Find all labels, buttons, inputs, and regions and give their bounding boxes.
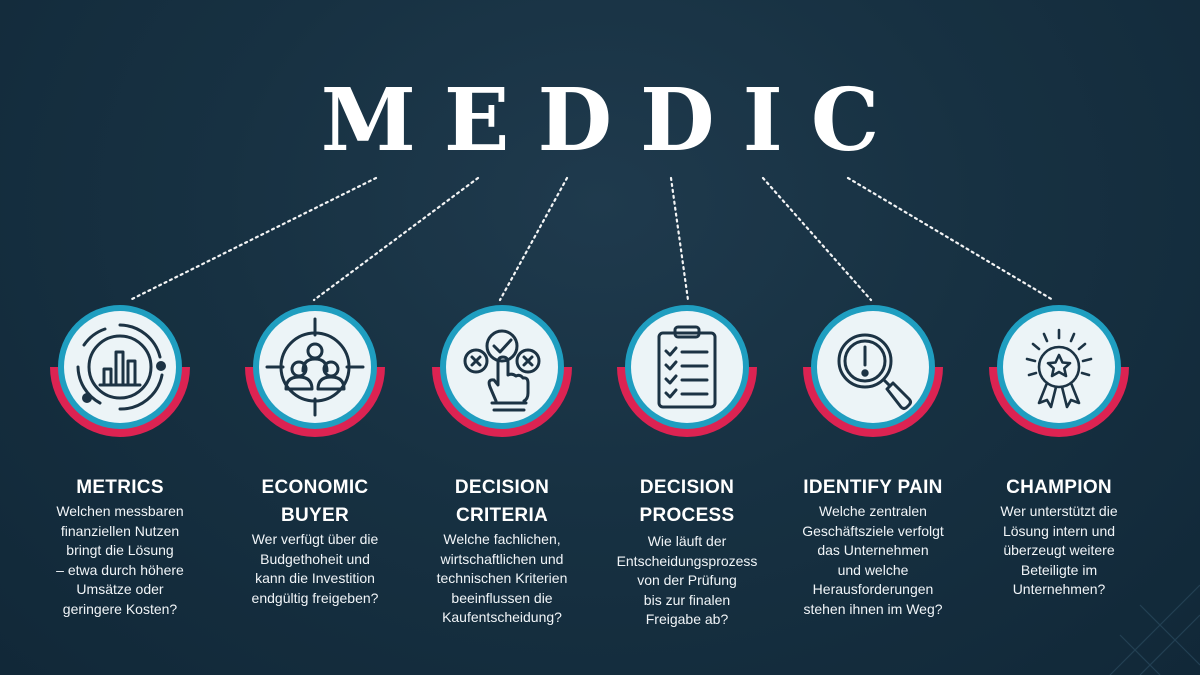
description-line: endgültig freigeben? (251, 589, 379, 606)
hand-check-icon (463, 329, 541, 412)
bar-chart-icon (76, 323, 166, 411)
description-line: Welchen messbaren (56, 503, 184, 519)
description-line: von der Prüfung (637, 572, 737, 588)
connector-line-metrics (128, 176, 378, 302)
description-line: Kaufentscheidung? (442, 609, 562, 625)
heading-decision-criteria: DECISION CRITERIA (407, 474, 597, 530)
description-champion: Wer unterstützt die Lösung intern und üb… (964, 502, 1154, 600)
bar-chart-badge (50, 305, 190, 437)
description-line: Welche zentralen (819, 503, 927, 519)
description-line: Lösung intern und (1002, 522, 1116, 539)
connector-line-champion (846, 176, 1055, 302)
heading-line: CHAMPION (1006, 477, 1112, 498)
description-line: bis zur finalen (643, 591, 731, 608)
description-line: Welche fachlichen, (443, 531, 561, 547)
heading-line: DECISION (454, 477, 550, 498)
heading-line: ECONOMIC (261, 477, 369, 498)
description-line: wirtschaftlichen und (440, 550, 564, 567)
description-line: Wie läuft der (647, 533, 727, 549)
description-line: Budgethoheit und (260, 550, 370, 567)
description-decision-process: Wie läuft der Entscheidungsprozess von d… (592, 532, 782, 630)
description-line: überzeugt weitere (1003, 542, 1115, 558)
description-line: technischen Kriterien (436, 570, 568, 586)
description-line: Umsätze oder (76, 581, 164, 597)
description-line: beeinflussen die (451, 589, 553, 606)
heading-identify-pain: IDENTIFY PAIN (778, 474, 968, 502)
description-line: Wer verfügt über die (251, 531, 379, 547)
heading-champion: CHAMPION (964, 474, 1154, 502)
magnifier-alert-badge (803, 305, 943, 437)
hand-check-badge (432, 305, 572, 437)
people-target-icon (265, 317, 365, 417)
description-metrics: Welchen messbaren finanziellen Nutzen br… (25, 502, 215, 619)
heading-economic-buyer: ECONOMIC BUYER (220, 474, 410, 530)
clipboard-checklist-icon (657, 325, 717, 409)
description-line: kann die Investition (255, 570, 375, 586)
description-line: Herausforderungen (812, 581, 934, 597)
connector-line-economic-buyer (312, 176, 480, 302)
description-line: bringt die Lösung (66, 542, 174, 558)
description-line: stehen ihnen im Weg? (803, 600, 943, 617)
heading-line: IDENTIFY PAIN (803, 477, 943, 498)
description-line: und welche (837, 561, 909, 578)
award-badge-badge (989, 305, 1129, 437)
people-target-badge (245, 305, 385, 437)
description-line: Entscheidungsprozess (616, 552, 758, 569)
connector-line-decision-criteria (498, 176, 569, 302)
heading-decision-process: DECISION PROCESS (592, 474, 782, 530)
description-economic-buyer: Wer verfügt über die Budgethoheit und ka… (220, 530, 410, 608)
heading-line: METRICS (76, 477, 164, 498)
description-line: Geschäftsziele verfolgt (802, 522, 944, 539)
magnifier-alert-icon (837, 333, 912, 410)
description-line: Unternehmen? (1012, 581, 1106, 597)
description-line: geringere Kosten? (62, 600, 178, 617)
connector-line-decision-process (669, 176, 690, 302)
description-decision-criteria: Welche fachlichen, wirtschaftlichen und … (407, 530, 597, 628)
description-line: Beteiligte im (1020, 561, 1098, 578)
clipboard-checklist-badge (617, 305, 757, 437)
heading-line: BUYER (280, 505, 349, 526)
description-identify-pain: Welche zentralen Geschäftsziele verfolgt… (778, 502, 968, 619)
description-line: Freigabe ab? (645, 611, 729, 627)
description-line: – etwa durch höhere (56, 561, 184, 578)
heading-metrics: METRICS (25, 474, 215, 502)
heading-line: CRITERIA (455, 505, 549, 526)
description-line: finanziellen Nutzen (60, 522, 180, 539)
description-line: Wer unterstützt die (1000, 503, 1118, 519)
heading-line: DECISION (639, 477, 735, 498)
description-line: das Unternehmen (817, 542, 929, 558)
award-badge-icon (1025, 328, 1093, 409)
page-title: MEDDIC (320, 70, 908, 171)
connector-line-identify-pain (761, 176, 873, 302)
heading-line: PROCESS (639, 505, 735, 526)
